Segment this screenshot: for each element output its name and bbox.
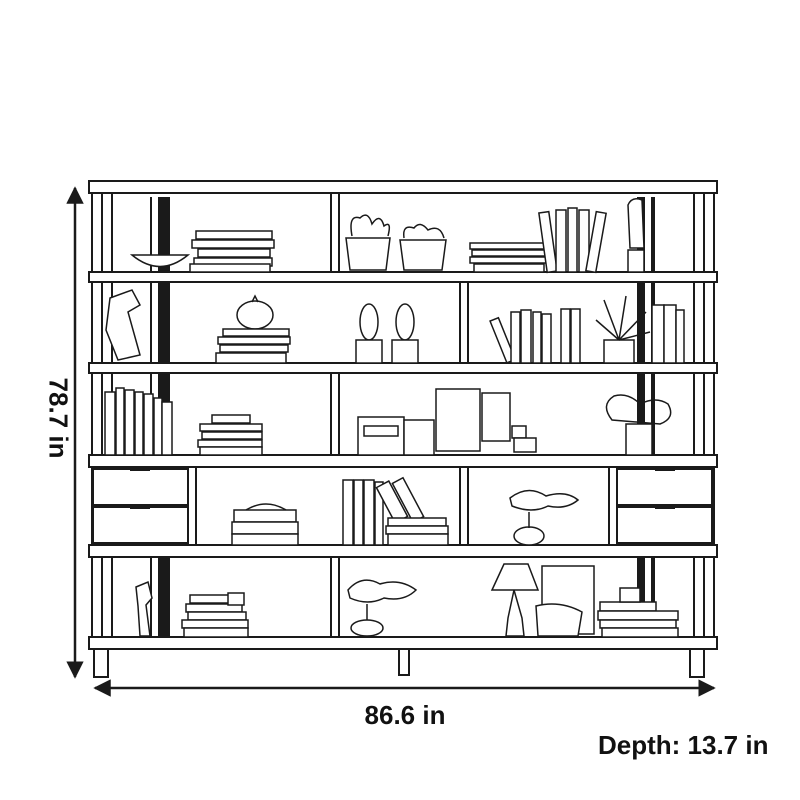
leg [398, 648, 410, 676]
left-post [91, 192, 103, 644]
drawer [92, 506, 189, 544]
width-dimension-label: 86.6 in [364, 700, 446, 730]
right-post [703, 192, 715, 644]
leg [689, 648, 705, 678]
shelf-4 [88, 544, 718, 558]
shelf-3 [88, 454, 718, 468]
divider [330, 556, 340, 638]
bottom-shelf [88, 636, 718, 650]
divider [459, 281, 469, 364]
depth-dimension-label: Depth: 13.7 in [598, 730, 769, 760]
drawer [92, 468, 189, 506]
drawer [616, 506, 713, 544]
decor-items [104, 198, 685, 638]
shelf-1 [88, 271, 718, 283]
drawer [616, 468, 713, 506]
height-dimension-label: 78.7 in [43, 377, 74, 459]
divider [608, 466, 618, 546]
divider [187, 466, 197, 546]
divider [459, 466, 469, 546]
shelf-2 [88, 362, 718, 374]
divider [330, 372, 340, 456]
leg [93, 648, 109, 678]
top-board [88, 180, 718, 194]
divider [330, 192, 340, 273]
